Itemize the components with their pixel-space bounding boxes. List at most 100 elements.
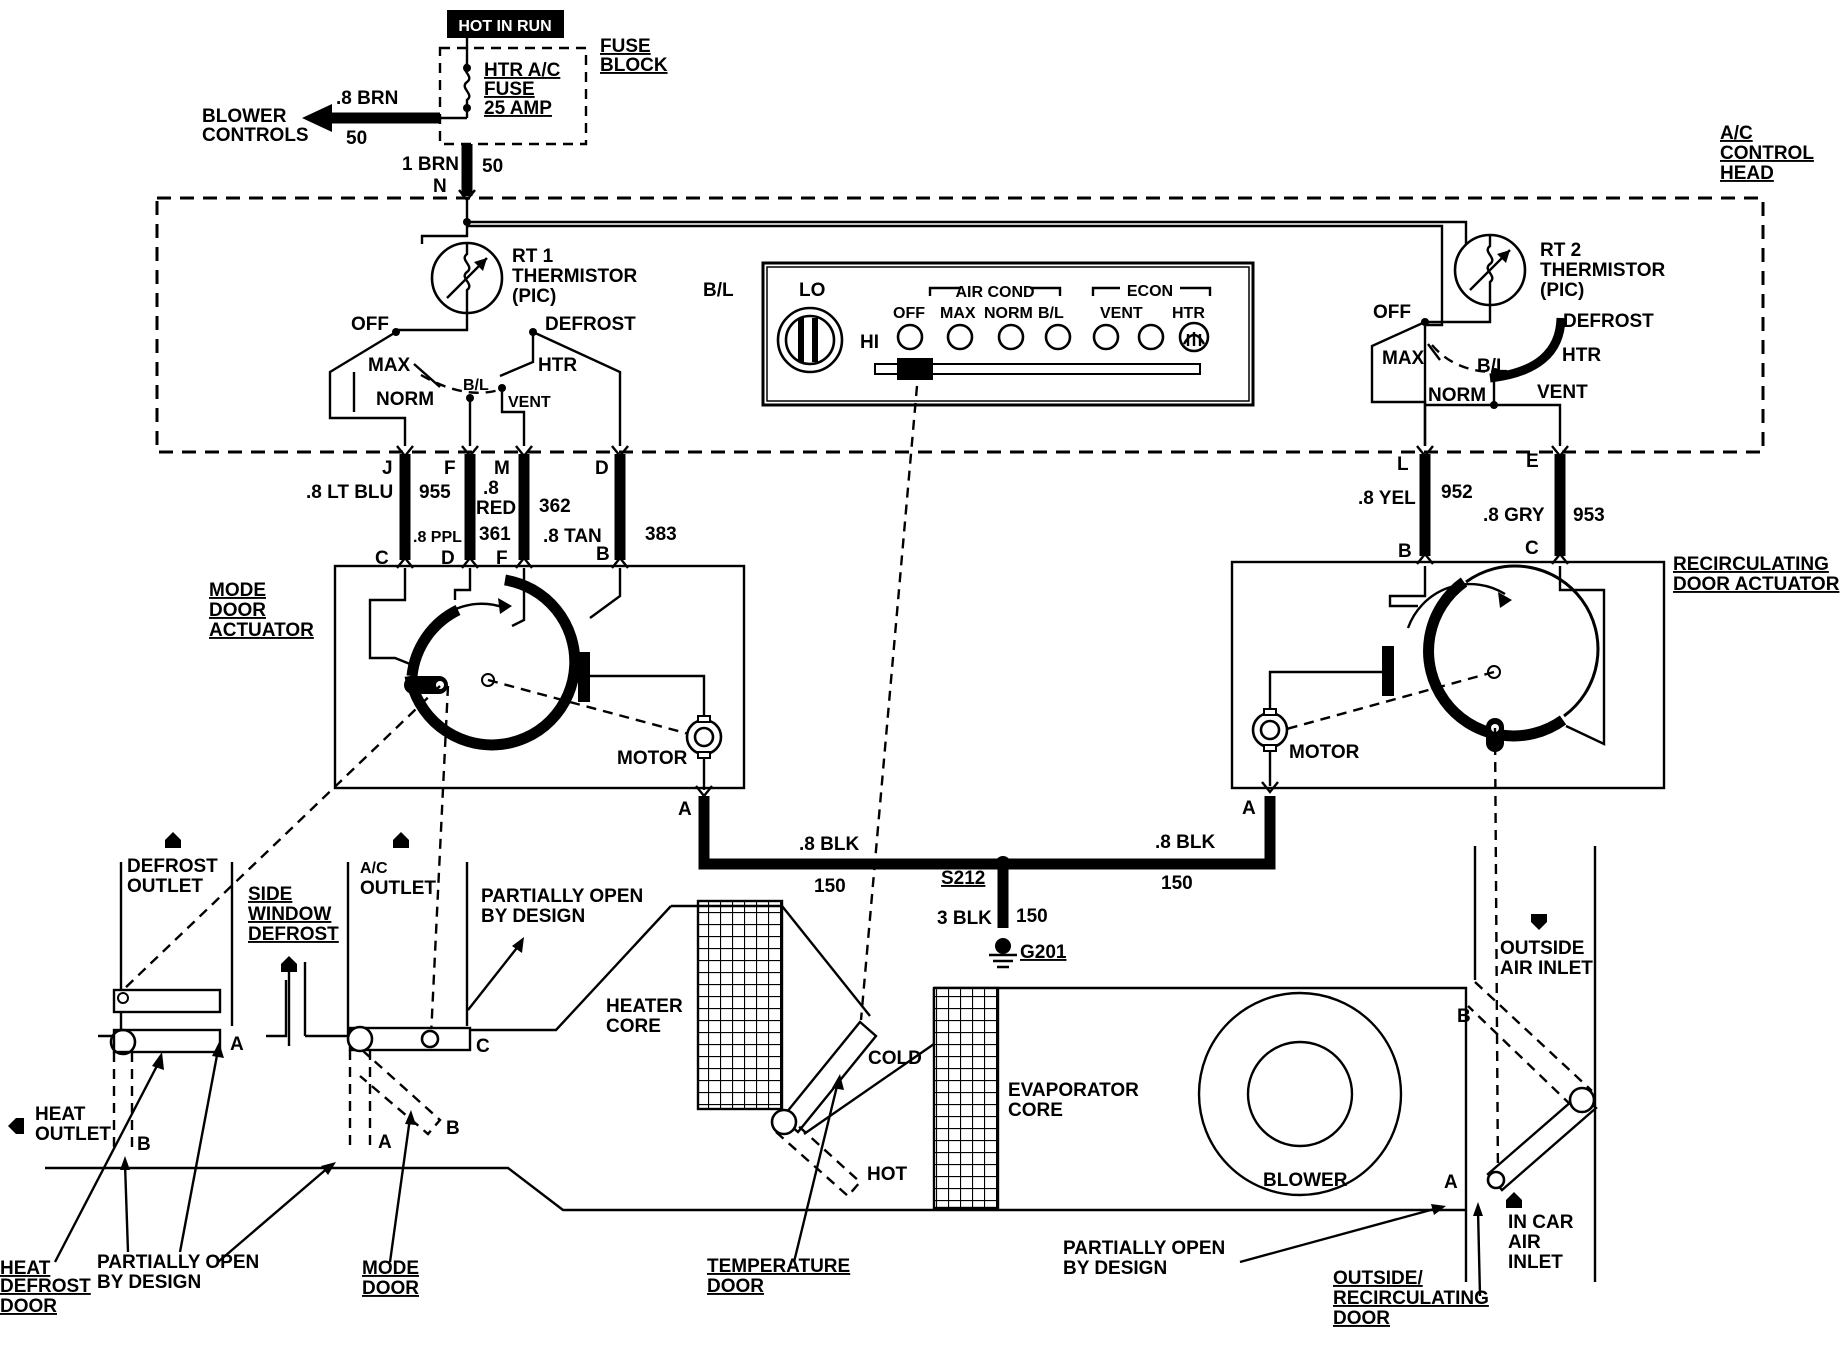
recirc-motor-icon [1251, 708, 1289, 752]
fuse-label: HTR A/C [484, 60, 561, 81]
bl-button[interactable] [1044, 323, 1072, 351]
svg-text:CONTROL: CONTROL [1720, 143, 1814, 164]
svg-text:.8 TAN: .8 TAN [543, 526, 602, 547]
mode-door-label: MODE [362, 1258, 419, 1279]
svg-text:BLOWER: BLOWER [1263, 1170, 1348, 1191]
svg-text:OUTLET: OUTLET [360, 878, 436, 899]
blower-knob[interactable] [776, 306, 844, 374]
rt2-thermistor [1453, 233, 1527, 307]
partially-open-top-label: PARTIALLY OPEN [481, 886, 643, 907]
svg-text:NORM: NORM [376, 389, 434, 410]
recirc-harness [1416, 445, 1569, 565]
svg-text:A: A [378, 1132, 392, 1153]
recirc-linkage [1493, 727, 1500, 1181]
svg-text:NORM: NORM [984, 305, 1033, 322]
svg-text:.8: .8 [483, 478, 499, 499]
svg-text:.8 BLK: .8 BLK [799, 834, 859, 855]
svg-text:955: 955 [419, 482, 451, 503]
heat-defrost-door [109, 988, 222, 1150]
svg-text:DEFROST: DEFROST [545, 314, 636, 335]
heat-outlet-arrow-icon [8, 1118, 24, 1134]
max-button[interactable] [946, 323, 974, 351]
svg-text:OUTLET: OUTLET [127, 876, 203, 897]
svg-text:HTR: HTR [1562, 345, 1601, 366]
heater-core [696, 899, 784, 1111]
svg-text:BLOCK: BLOCK [600, 55, 668, 76]
svg-text:50: 50 [482, 156, 503, 177]
mode-switch [328, 312, 622, 446]
mode-linkage-1 [122, 685, 441, 991]
rt1-label: RT 1 [512, 246, 554, 267]
svg-text:HTR: HTR [538, 355, 577, 376]
svg-text:D: D [441, 548, 455, 569]
control-head-title: A/C [1720, 123, 1753, 144]
svg-text:ECON: ECON [1127, 283, 1173, 300]
svg-text:.8 YEL: .8 YEL [1358, 488, 1416, 509]
evaporator-core [932, 986, 1000, 1210]
outside-recirc-door [1467, 981, 1598, 1192]
svg-text:383: 383 [645, 524, 677, 545]
fuse-block [438, 46, 588, 146]
outside-air-inlet-label: OUTSIDE [1500, 938, 1584, 959]
svg-text:J: J [382, 458, 393, 479]
svg-text:D: D [595, 458, 609, 479]
svg-text:DOOR ACTUATOR: DOOR ACTUATOR [1673, 574, 1840, 595]
svg-text:L: L [1397, 454, 1409, 475]
fuse-block-label: FUSE [600, 36, 651, 57]
ground-harness [698, 796, 1276, 969]
off-button[interactable] [896, 323, 924, 351]
ground-symbol-icon [995, 938, 1011, 954]
blower-arrow-icon [302, 104, 332, 132]
svg-text:DEFROST: DEFROST [1563, 311, 1654, 332]
svg-text:B: B [137, 1134, 151, 1155]
svg-text:.8 PPL: .8 PPL [413, 529, 462, 546]
defrost-button[interactable] [1178, 321, 1210, 353]
svg-text:3 BLK: 3 BLK [937, 908, 992, 929]
svg-text:ACTUATOR: ACTUATOR [209, 620, 314, 641]
ac-control-head-box [155, 196, 1765, 454]
recirc-actuator-label: RECIRCULATING [1673, 554, 1829, 575]
svg-text:953: 953 [1573, 505, 1605, 526]
svg-text:CORE: CORE [1008, 1100, 1063, 1121]
svg-text:M: M [494, 458, 510, 479]
svg-text:HEAD: HEAD [1720, 163, 1774, 184]
mode-door [346, 1025, 472, 1152]
svg-text:VENT: VENT [508, 394, 551, 411]
svg-text:OFF: OFF [893, 305, 925, 322]
temp-door-linkage [859, 385, 919, 1021]
svg-text:150: 150 [1161, 873, 1193, 894]
temperature-slider-knob[interactable] [897, 358, 933, 380]
rt2-label: RT 2 [1540, 240, 1581, 261]
svg-text:B: B [596, 544, 610, 565]
norm-button[interactable] [997, 323, 1025, 351]
svg-text:CONTROLS: CONTROLS [202, 125, 309, 146]
svg-text:VENT: VENT [1100, 305, 1143, 322]
svg-text:B/L: B/L [703, 280, 734, 301]
svg-text:MAX: MAX [940, 305, 976, 322]
svg-text:150: 150 [1016, 906, 1048, 927]
svg-text:N: N [433, 176, 447, 197]
svg-text:DEFROST: DEFROST [248, 924, 339, 945]
svg-text:F: F [444, 458, 456, 479]
svg-text:C: C [375, 548, 389, 569]
svg-text:MOTOR: MOTOR [617, 748, 688, 769]
vent-button[interactable] [1092, 323, 1120, 351]
svg-text:INLET: INLET [1508, 1252, 1563, 1273]
callout-arrows [53, 937, 1483, 1297]
svg-text:A: A [1444, 1172, 1458, 1193]
in-car-air-arrow-icon [1506, 1192, 1522, 1208]
defrost-outlet-arrow-icon [165, 832, 181, 848]
temperature-slider-track[interactable] [874, 363, 1201, 375]
mode-actuator-dial [368, 568, 706, 751]
svg-text:AIR COND: AIR COND [955, 284, 1034, 301]
svg-text:952: 952 [1441, 482, 1473, 503]
svg-text:G201: G201 [1020, 942, 1067, 963]
outside-recirc-door-label: OUTSIDE/ [1333, 1268, 1423, 1289]
in-car-air-inlet-label: IN CAR [1508, 1212, 1574, 1233]
recirc-door-actuator-box [1230, 560, 1666, 790]
svg-text:OUTLET: OUTLET [35, 1124, 111, 1145]
htr-button[interactable] [1137, 323, 1165, 351]
svg-text:MAX: MAX [368, 355, 411, 376]
svg-text:DOOR: DOOR [1333, 1308, 1390, 1329]
